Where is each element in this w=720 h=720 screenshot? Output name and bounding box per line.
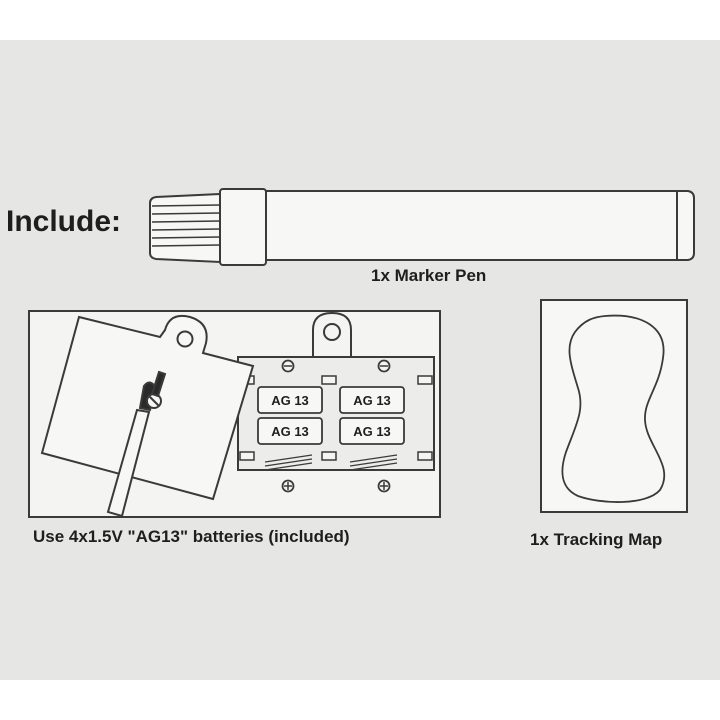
tracking-map-caption: 1x Tracking Map [530,530,663,549]
screwdriver-icon [106,370,167,518]
marker-pen-icon [149,188,695,266]
battery-cell-label: AG 13 [271,424,309,439]
battery-cell-label: AG 13 [353,393,391,408]
battery-cell-label: AG 13 [353,424,391,439]
battery-cell-label: AG 13 [271,393,309,408]
marker-pen-caption: 1x Marker Pen [371,266,487,285]
battery-caption: Use 4x1.5V "AG13" batteries (included) [33,527,350,546]
tracking-map-icon [540,299,688,513]
include-heading: Include: [6,205,122,238]
